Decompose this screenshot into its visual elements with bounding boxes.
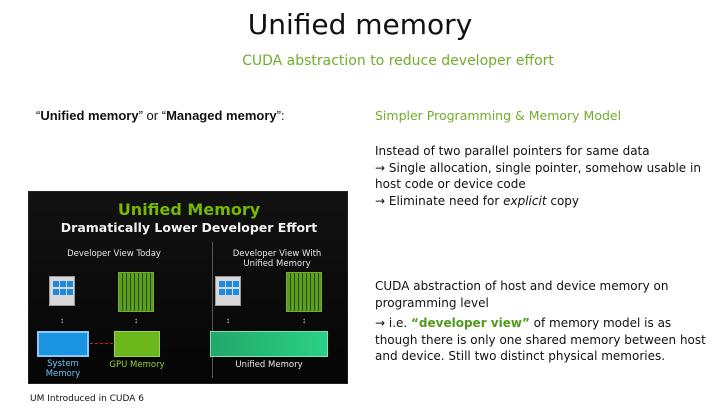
para1-line3: → Eliminate need for explicit copy (375, 193, 710, 210)
developer-view-highlight: “developer view” (411, 316, 530, 330)
figure-title: Unified Memory (117, 200, 261, 219)
cpu-unified-arrow-icon: ↕ (226, 316, 230, 325)
label-developer-view-today: Developer View Today (67, 249, 161, 259)
para1-line3-pre: → Eliminate need for (375, 193, 504, 208)
slide-subtitle: CUDA abstraction to reduce developer eff… (242, 53, 554, 69)
para1-line1: Instead of two parallel pointers for sam… (375, 144, 650, 158)
gpu-arrow-icon: ↕ (134, 316, 138, 325)
para3-post: of memory model is as though there is on… (375, 316, 706, 363)
unified-memory-figure: Unified Memory Dramatically Lower Develo… (28, 191, 348, 384)
footnote: UM Introduced in CUDA 6 (30, 394, 145, 404)
figure-divider (212, 242, 213, 378)
paragraph-developer-view: → i.e. “developer view” of memory model … (375, 315, 710, 365)
system-memory-label: System Memory (35, 359, 91, 379)
figure-subtitle: Dramatically Lower Developer Effort (60, 220, 318, 235)
para1-line3-em: explicit (503, 193, 547, 208)
term-managed-memory: Managed memory (166, 108, 277, 123)
label-unified-line2: Unified Memory (243, 259, 311, 269)
system-memory-block (37, 331, 89, 357)
cpu-arrow-icon: ↕ (60, 316, 64, 325)
right-heading: Simpler Programming & Memory Model (375, 108, 622, 123)
term-connector: or (142, 108, 162, 123)
term-unified-memory: Unified memory (40, 108, 139, 123)
gpu-unified-arrow-icon: ↕ (302, 316, 306, 325)
label-developer-view-unified: Developer View With Unified Memory (217, 249, 337, 269)
system-memory-line1: System (47, 359, 79, 369)
gpu-memory-label: GPU Memory (109, 360, 165, 370)
gpu-chip-unified-icon (286, 272, 322, 312)
slide-title: Unified memory (247, 8, 473, 41)
para1-line3-post: copy (546, 193, 580, 208)
gpu-memory-block (114, 331, 160, 357)
unified-memory-label: Unified Memory (235, 360, 303, 370)
unified-memory-block (210, 331, 328, 357)
left-heading: “Unified memory” or “Managed memory”: (36, 108, 285, 123)
cpu-chip-unified-icon (215, 276, 241, 306)
system-memory-line2: Memory (45, 369, 81, 379)
para1-line2: → Single allocation, single pointer, som… (375, 160, 701, 192)
cpu-chip-icon (49, 276, 75, 306)
gpu-chip-icon (118, 272, 154, 312)
paragraph-pointers: Instead of two parallel pointers for sam… (375, 143, 710, 209)
paragraph-abstraction: CUDA abstraction of host and device memo… (375, 279, 669, 310)
memory-copy-link (90, 343, 113, 344)
term-suffix: : (280, 108, 285, 123)
para3-pre: → i.e. (375, 316, 412, 330)
label-unified-line1: Developer View With (232, 249, 322, 259)
